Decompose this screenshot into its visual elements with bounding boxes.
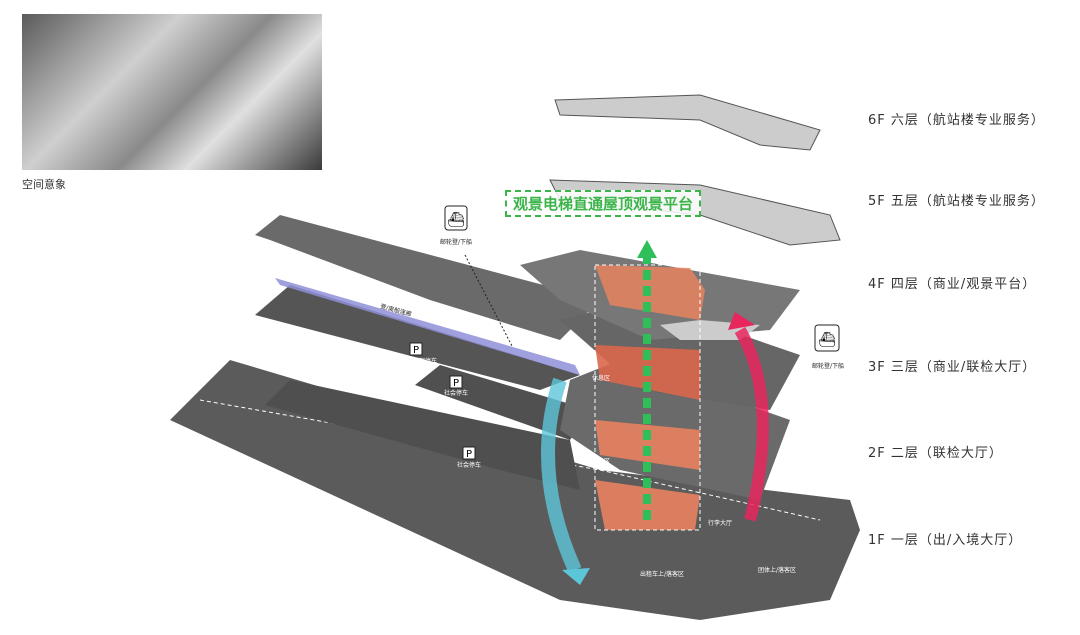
label-public-parking-1: 社会停车 [444,389,468,397]
svg-text:P: P [413,345,419,356]
floor-label-1f: 1F 一层（出/入境大厅） [868,533,1023,548]
club-parking-plate [255,285,580,390]
cyan-flow-arrow [541,377,582,573]
floor-label-6f: 6F 六层（航站楼专业服务） [868,113,1045,128]
photo-caption: 空间意象 [22,178,66,191]
pink-flow-arrow [734,327,769,522]
floor-label-5f: 5F 五层（航站楼专业服务） [868,194,1045,209]
parking-icon: P [409,342,423,356]
core-level-2f [595,420,700,470]
parking-icon: P [449,375,463,389]
label-rest-1: 休息区 [592,374,610,382]
cruise-ship-icon-right [814,324,840,352]
label-group: 团体上/落客区 [758,566,796,574]
parking-icon: P [462,446,476,460]
floor-1f-upper-plate [255,215,600,340]
label-public-parking-2: 社会停车 [457,461,481,469]
label-baggage: 行李大厅 [708,519,732,527]
svg-text:P: P [453,378,459,389]
label-club-parking: 海景俱乐部停车 [395,357,437,365]
elevator-banner: 观景电梯直通屋顶观景平台 [505,190,702,217]
public-parking-plate-2 [265,380,580,490]
floor-6f-plate [554,94,821,151]
svg-text:P: P [466,449,472,460]
floor-label-3f: 3F 三层（商业/联检大厅） [868,360,1037,375]
svg-text:⛴: ⛴ [447,212,465,228]
core-level-1f [595,480,700,530]
bridge-corridor [275,278,580,375]
elevator-arrow-icon [637,240,657,258]
cruise-ship-icon [444,205,468,231]
svg-text:⛴: ⛴ [818,332,836,348]
space-image-photo [22,14,322,170]
label-taxi: 出租车上/落客区 [640,570,684,578]
floor-label-4f: 4F 四层（商业/观景平台） [868,277,1037,292]
floor-label-2f: 2F 二层（联检大厅） [868,446,1003,461]
label-cruise-left: 邮轮登/下船 [440,238,472,246]
label-cruise-right: 邮轮登/下船 [812,362,844,370]
label-rest-2: 休息区 [592,457,610,465]
